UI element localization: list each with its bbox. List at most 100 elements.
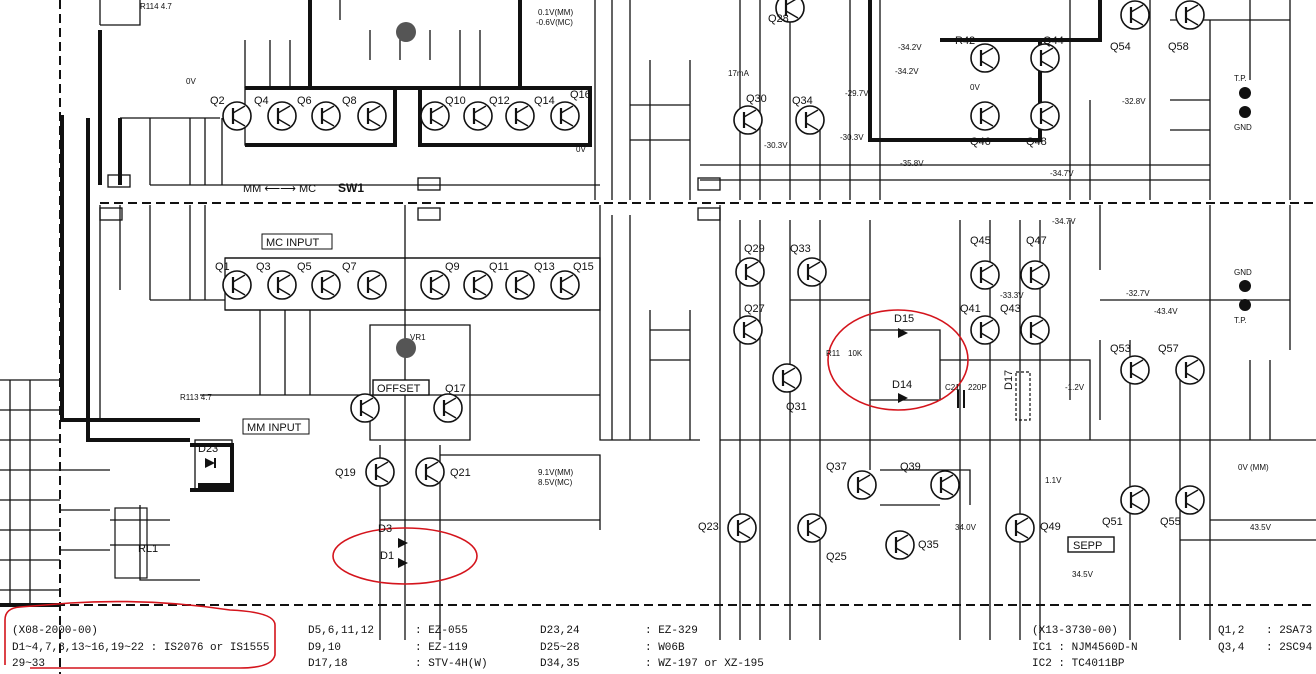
transistor-symbol [1030,101,1060,131]
legend-col2-right-3: : STV-4H(W) [415,658,488,670]
legend-col1-line2: D1~4,7,8,13~16,19~22 : IS2076 or IS1555 [12,642,269,654]
voltage-1-1: 1.1V [1045,476,1062,485]
transistor-symbol [772,363,802,393]
vr2-pot [396,22,416,42]
transistor-symbol [795,105,825,135]
q3-label: Q3 [256,261,271,273]
transistor-symbol [365,457,395,487]
q16-label: Q16 [570,89,591,101]
transistor-symbol [505,270,535,300]
legend-col1-line1: (X08-2000-00) [12,625,98,637]
transistor-emitter [321,287,335,296]
heavy-trace [418,86,592,147]
transistor-symbol [847,470,877,500]
legend-col4-1: (X13-3730-00) [1032,625,1118,637]
q49-label: Q49 [1040,521,1061,533]
gnd-top-label: GND [1234,123,1252,132]
vr1-pot [396,338,416,358]
voltage-34-7b: -34.7V [1052,217,1076,226]
transistor-emitter [232,118,246,127]
transistor-emitter [980,60,994,69]
transistor-emitter [805,122,819,131]
legend-col3-right-2: : W06B [645,642,685,654]
transistor-symbol [350,393,380,423]
transistor-symbol [1120,485,1150,515]
transistor-collector [1185,4,1199,13]
red-box-legend [4,600,276,669]
transistor-emitter [745,274,759,283]
transistor-symbol [311,101,341,131]
transistor-symbol [420,270,450,300]
q43-label: Q43 [1000,303,1021,315]
transistor-emitter [743,332,757,341]
voltage-0v-mm: 0V (MM) [1238,463,1269,472]
voltage-30-3: -30.3V [764,141,788,150]
tp-bottom-label: T.P. [1234,316,1247,325]
transistor-collector [1185,359,1199,368]
q29-label: Q29 [744,243,765,255]
legend-col2-right-2: : EZ-119 [415,642,468,654]
gnd-bottom-point [1239,280,1251,292]
gnd-bottom-label: GND [1234,268,1252,277]
transistor-symbol [267,101,297,131]
switch-contact [107,174,131,188]
transistor-collector [940,474,954,483]
switch-contact [697,207,721,221]
transistor-emitter [515,118,529,127]
transistor-collector [367,274,381,283]
vr1-label: VR1 [410,333,426,342]
transistor-emitter [807,530,821,539]
transistor-emitter [375,474,389,483]
q58-label: Q58 [1168,41,1189,53]
d17-led-stack [1015,371,1031,421]
q8-label: Q8 [342,95,357,107]
transistor-collector [1030,264,1044,273]
transistor-symbol [1030,43,1060,73]
transistor-collector [360,397,374,406]
q2-label: Q2 [210,95,225,107]
transistor-symbol [1020,315,1050,345]
transistor-emitter [430,287,444,296]
legend-col1-line3: 29~33 [12,658,45,670]
c21-value: 220P [968,383,987,392]
q15-label: Q15 [573,261,594,273]
transistor-collector [1185,489,1199,498]
transistor-collector [737,517,751,526]
transistor-collector [805,109,819,118]
legend-col2-right-1: : EZ-055 [415,625,468,637]
transistor-collector [321,105,335,114]
q47-label: Q47 [1026,235,1047,247]
heavy-trace [868,0,1042,142]
transistor-emitter [785,10,799,19]
legend-col2-left-2: D9,10 [308,642,341,654]
q41-label: Q41 [960,303,981,315]
transistor-emitter [1130,17,1144,26]
transistor-symbol [311,270,341,300]
transistor-collector [895,534,909,543]
q13-label: Q13 [534,261,555,273]
legend-col3-right-1: : EZ-329 [645,625,698,637]
tp-top-label: T.P. [1234,74,1247,83]
transistor-collector [1130,489,1144,498]
c21-label: C21 [945,383,960,392]
transistor-emitter [1030,277,1044,286]
transistor-symbol [550,270,580,300]
transistor-collector [980,264,994,273]
transistor-emitter [277,287,291,296]
transistor-collector [785,0,796,6]
transistor-symbol [970,315,1000,345]
r113-label: R113 4.7 [180,393,212,402]
transistor-symbol [415,457,445,487]
switch-contact [99,207,123,221]
transistor-emitter [980,332,994,341]
d17-label: D17 [1003,370,1015,390]
q25-label: Q25 [826,551,847,563]
d3-label: D3 [378,523,392,535]
q35-label: Q35 [918,539,939,551]
r11-value: 10K [848,349,863,358]
transistor-collector [857,474,871,483]
q39-label: Q39 [900,461,921,473]
transistor-emitter [782,380,796,389]
d1-diode-symbol [398,558,408,568]
transistor-emitter [367,287,381,296]
